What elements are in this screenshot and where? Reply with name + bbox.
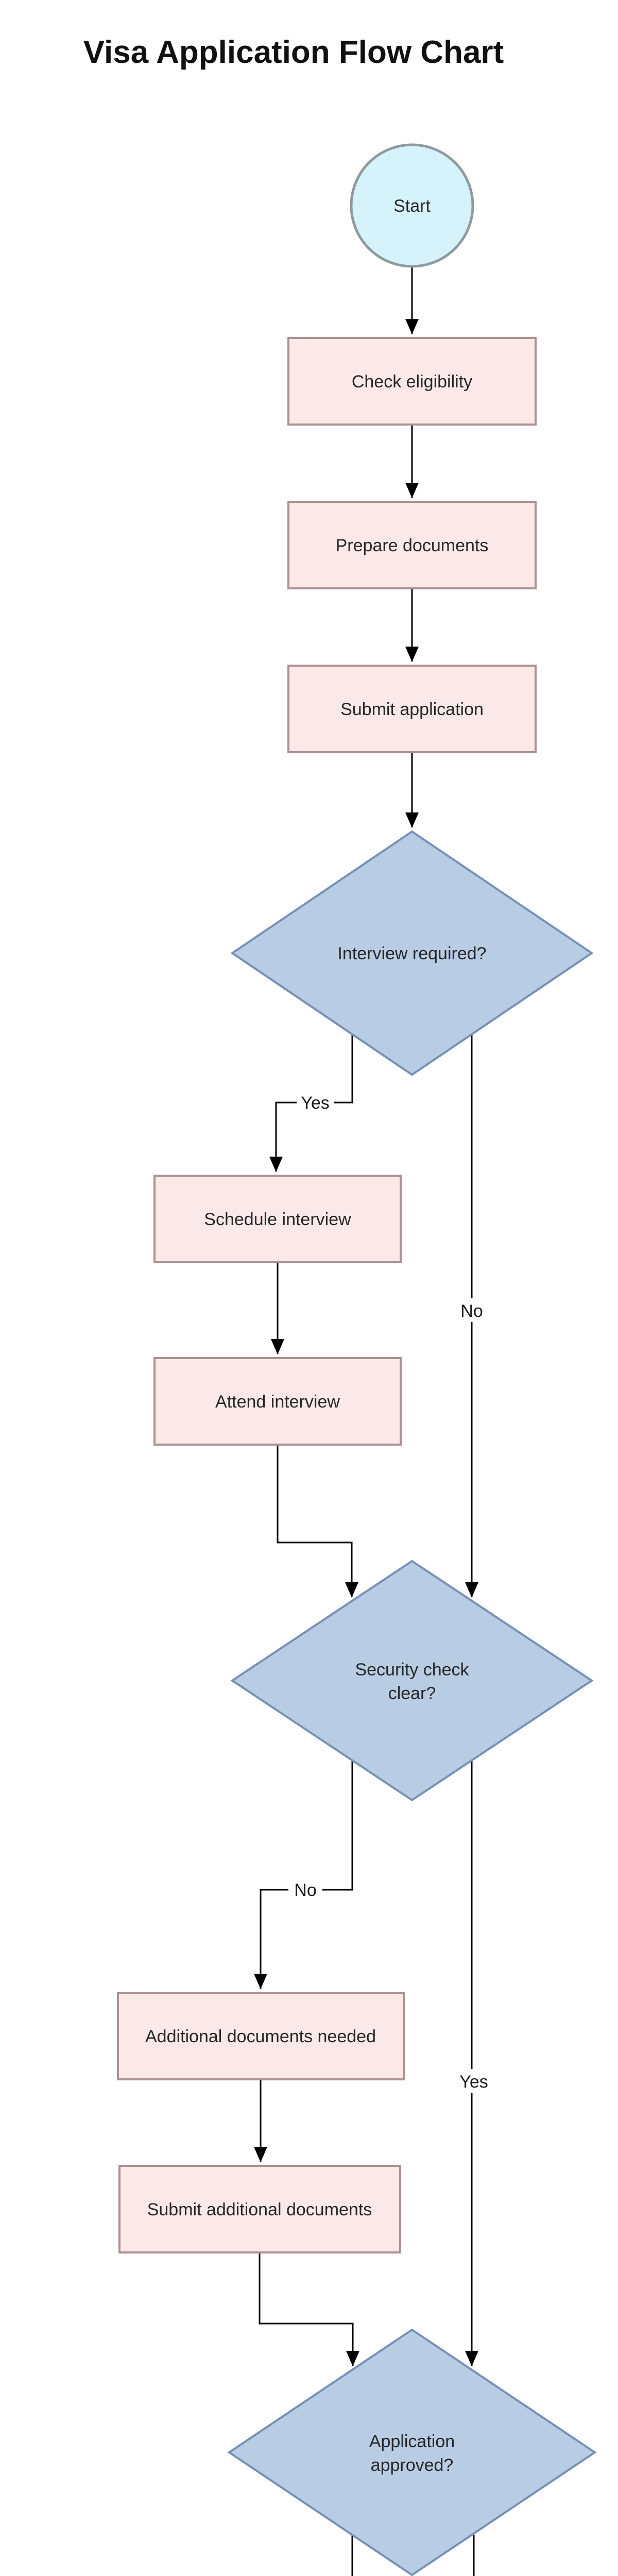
node-security-check-decision: Security check clear? [230, 1560, 594, 1802]
decision-shape [230, 1560, 594, 1802]
node-additional-documents-needed: Additional documents needed [117, 1992, 405, 2080]
edge-attend-to-security [277, 1445, 358, 1598]
prepare-documents-label: Prepare documents [336, 536, 489, 555]
start-terminal-shape [350, 143, 474, 268]
edge-security-no [254, 1760, 353, 1989]
label-bg [455, 1298, 489, 1322]
page-title: Visa Application Flow Chart [83, 35, 504, 70]
edge-application-no [351, 2535, 353, 2576]
application-approved-label-line1: Application [369, 2432, 455, 2451]
process-shape [153, 1175, 402, 1263]
edge-label-interview-yes: Yes [297, 1090, 334, 1114]
node-schedule-interview: Schedule interview [153, 1175, 402, 1263]
edge-label-security-no: No [288, 1877, 322, 1901]
svg-text:Yes: Yes [459, 2072, 488, 2092]
schedule-interview-label: Schedule interview [204, 1210, 351, 1229]
submit-application-label: Submit application [340, 700, 484, 719]
edge-label-security-yes: Yes [455, 2069, 492, 2093]
process-shape [117, 1992, 405, 2080]
label-bg [288, 1877, 322, 1901]
process-shape [153, 1357, 402, 1446]
svg-text:Yes: Yes [301, 1093, 329, 1113]
node-start: Start [350, 143, 474, 268]
decision-shape [227, 2328, 597, 2576]
application-approved-label-line2: approved? [371, 2455, 454, 2475]
node-submit-application: Submit application [287, 665, 537, 753]
node-prepare-documents: Prepare documents [287, 501, 537, 589]
edge-submit-additional-to-application [259, 2252, 359, 2366]
process-shape [287, 501, 537, 589]
node-interview-required-decision: Interview required? [230, 830, 594, 1076]
node-application-approved-decision: Application approved? [227, 2328, 597, 2576]
additional-documents-needed-label: Additional documents needed [145, 2027, 376, 2046]
node-submit-additional-documents: Submit additional documents [118, 2165, 401, 2253]
decision-shape [230, 830, 594, 1076]
interview-required-label: Interview required? [337, 944, 486, 963]
node-attend-interview: Attend interview [153, 1357, 402, 1446]
edge-label-interview-no: No [455, 1298, 489, 1322]
node-check-eligibility: Check eligibility [287, 337, 537, 426]
process-shape [287, 665, 537, 753]
submit-additional-documents-label: Submit additional documents [147, 2200, 372, 2219]
label-bg [455, 2069, 492, 2093]
process-shape [287, 337, 537, 426]
process-shape [118, 2165, 401, 2253]
label-bg [297, 1090, 334, 1114]
svg-text:No: No [460, 1301, 483, 1321]
security-check-label-line2: clear? [388, 1684, 436, 1703]
security-check-label-line1: Security check [355, 1660, 469, 1680]
check-eligibility-label: Check eligibility [352, 372, 472, 392]
svg-text:No: No [294, 1880, 316, 1900]
start-label: Start [393, 196, 431, 216]
attend-interview-label: Attend interview [215, 1392, 340, 1412]
